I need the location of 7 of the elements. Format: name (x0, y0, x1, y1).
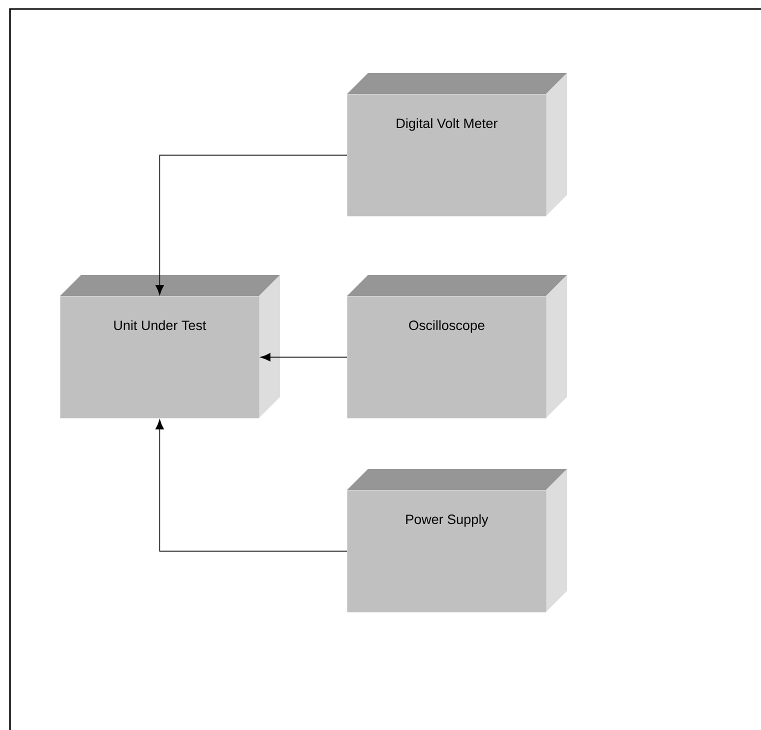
box-3d: Digital Volt Meter (347, 73, 567, 216)
box-3d: Oscilloscope (347, 275, 567, 418)
arrow (260, 353, 348, 362)
arrow (156, 154, 348, 295)
box-3d: Power Supply (347, 469, 567, 612)
box-3d: Unit Under Test (60, 275, 280, 418)
arrow (156, 420, 348, 552)
